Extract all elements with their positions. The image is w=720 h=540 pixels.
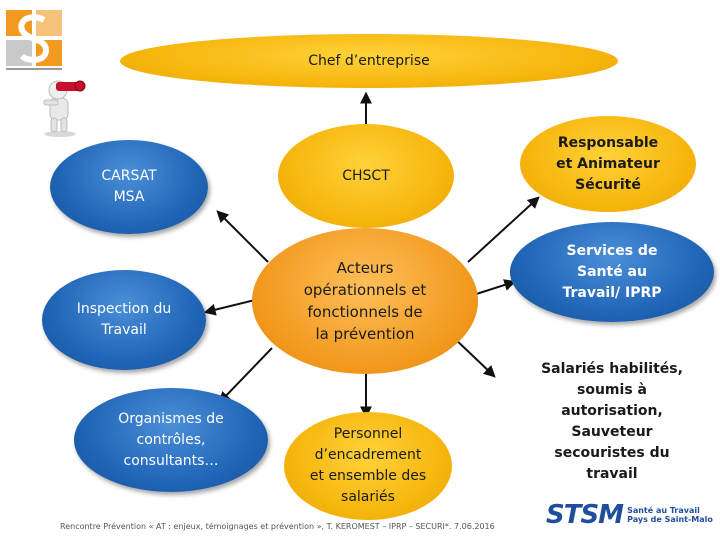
salaries-habilites-text: Salariés habilités, soumis à autorisatio… [530,338,694,485]
services-sante-node: Services de Santé au Travail/ IPRP [510,222,714,322]
organismes-controles-label: Organismes de contrôles, consultants… [118,410,224,469]
responsable-securite-label: Responsable et Animateur Sécurité [556,134,660,193]
stsm-logo-text: Santé au Travail Pays de Saint-Malo [627,506,713,524]
footer-citation: Rencontre Prévention « AT : enjeux, témo… [60,522,495,531]
arrow-to-organismes [218,347,273,404]
arrow-to-inspection [203,299,256,316]
acteurs-prevention-label: Acteurs opérationnels et fonctionnels de… [303,259,427,343]
salaries-habilites-label: Salariés habilités, soumis à autorisatio… [541,361,683,482]
chsct-label: CHSCT [342,167,390,184]
inspection-travail-node: Inspection du Travail [42,270,206,370]
chsct-node: CHSCT [278,124,454,228]
stsm-logo-letters: STSM [546,500,624,530]
inspection-travail-label: Inspection du Travail [76,301,172,338]
binoculars-figure-icon [34,74,86,142]
arrow-to-carsat [216,210,269,263]
securi-logo [4,8,68,76]
acteurs-prevention-node: Acteurs opérationnels et fonctionnels de… [252,228,478,374]
carsat-msa-label: CARSAT MSA [101,168,157,205]
responsable-securite-node: Responsable et Animateur Sécurité [520,116,696,212]
chef-entreprise-node: Chef d’entreprise [120,34,618,88]
stsm-logo: STSM Santé au Travail Pays de Saint-Malo [546,500,713,530]
arrow-to-responsable [467,196,540,263]
services-sante-label: Services de Santé au Travail/ IPRP [562,242,662,301]
carsat-msa-node: CARSAT MSA [50,140,208,234]
arrow-to-salaries [451,335,496,378]
personnel-encadrement-node: Personnel d’encadrement et ensemble des … [284,412,452,520]
personnel-encadrement-label: Personnel d’encadrement et ensemble des … [309,426,427,505]
chef-entreprise-label: Chef d’entreprise [308,52,430,69]
organismes-controles-node: Organismes de contrôles, consultants… [74,388,268,492]
